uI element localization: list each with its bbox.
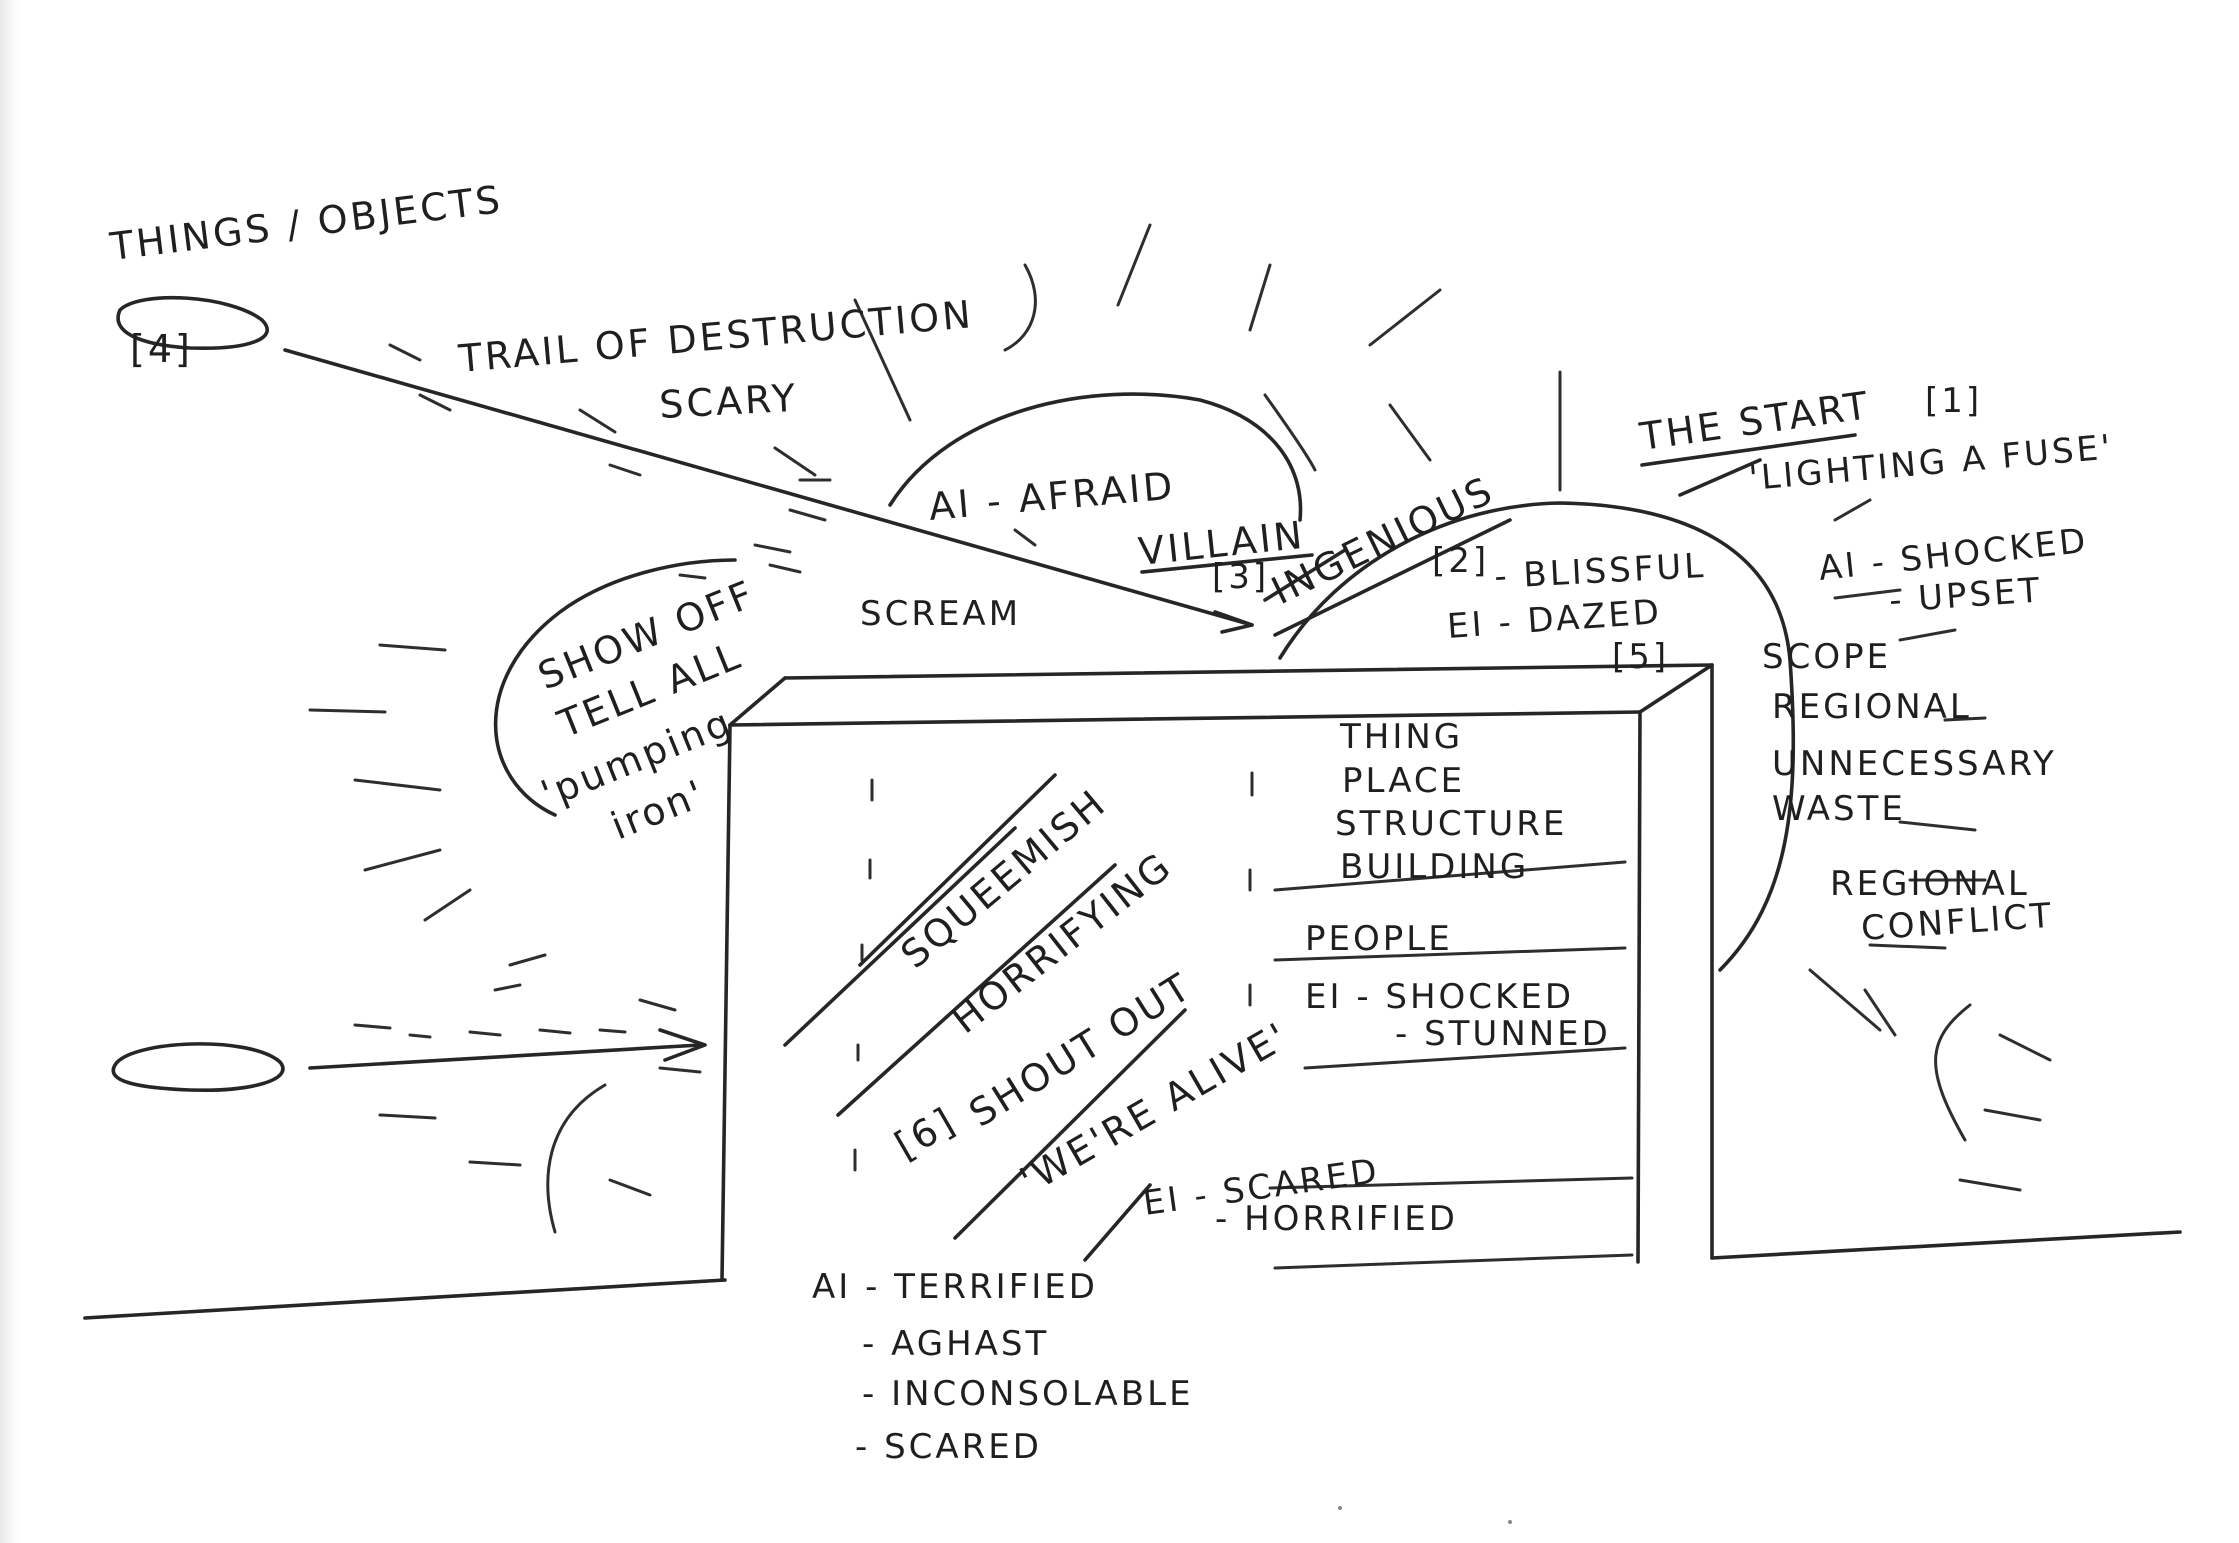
arc-left [493,558,737,817]
marker-5: [5] [1612,637,1669,677]
label-regional-conflict-1: REGIONAL [1830,864,2030,904]
box-diagonal [783,826,1017,1047]
box-top-back-edge [783,663,1714,680]
column-rule [1273,946,1627,962]
label-aghast: - AGHAST [862,1324,1049,1364]
object-ellipse-top [116,295,269,351]
label-unnecessary: UNNECESSARY [1772,744,2057,784]
radiating-strokes [308,223,2052,1234]
marker-6: [6] [888,1098,964,1168]
marker-1: [1] [1925,381,1982,421]
label-thing: THING [1339,717,1463,757]
ground-line [83,1278,727,1320]
label-blissful: - BLISSFUL [1493,546,1707,597]
marker-3: [3] [1212,557,1269,597]
box-dash-left [853,778,874,1172]
box-front-left-edge [720,723,732,1282]
strike-ingenious [1263,548,1347,602]
label-stunned: - STUNNED [1395,1014,1611,1054]
underline-start [1640,433,1857,467]
label-horrified: - HORRIFIED [1215,1199,1458,1239]
label-people: PEOPLE [1305,919,1453,959]
marker-4: [4] [130,327,193,371]
label-structure: STRUCTURE [1335,804,1567,844]
box-diagonal [836,863,1117,1117]
label-building: BUILDING [1340,847,1529,887]
speck [1338,1506,1342,1510]
box-top-left-edge [728,676,787,727]
box-dash-mid [1248,771,1254,1007]
label-scared: - SCARED [855,1427,1042,1467]
box-front-right-edge [1636,710,1642,1264]
column-rule [1303,1046,1627,1070]
box-diagonal [858,773,1057,967]
label-inconsolable: - INCONSOLABLE [862,1374,1194,1414]
arc-right [1278,501,1796,972]
label-lighting-a-fuse: 'LIGHTING A FUSE' [1747,427,2115,499]
scan-edge [0,0,18,1543]
ground-line-right [1710,1230,2182,1260]
box-diagonal [953,1008,1187,1240]
box-top-right-edge [1638,663,1714,714]
heading-things-objects: THINGS / OBJECTS [107,177,505,269]
trajectory-line [283,348,1254,627]
trajectory-arrow-head [1213,610,1254,634]
column-rule [1273,1253,1634,1270]
underline-villain [1140,553,1314,574]
label-scream: SCREAM [860,594,1021,634]
label-ai-terrified: AI - TERRIFIED [812,1267,1098,1307]
label-ai-afraid: AI - AFRAID [927,464,1177,529]
label-ei-shocked: EI - SHOCKED [1305,977,1574,1017]
underline-start-2 [1678,458,1762,497]
label-waste: WASTE [1772,789,1906,829]
label-scary: SCARY [658,376,799,427]
arrow-line [308,1043,702,1070]
label-place: PLACE [1342,761,1465,801]
object-ellipse-bottom [111,1042,285,1093]
speck [1508,1520,1512,1524]
underline-ingenious [1273,518,1512,637]
box-diagonal [1083,1183,1152,1262]
column-rule [1268,1176,1634,1190]
box-front-top-edge [728,710,1642,727]
label-scope: SCOPE [1762,637,1891,677]
label-regional: REGIONAL [1772,687,1972,727]
arrow-head [658,1028,707,1062]
label-trail-of-destruction: TRAIL OF DESTRUCTION [456,292,975,381]
arc-top-center [888,392,1303,522]
marker-2: [2] [1432,541,1489,581]
column-rule [1273,860,1627,892]
